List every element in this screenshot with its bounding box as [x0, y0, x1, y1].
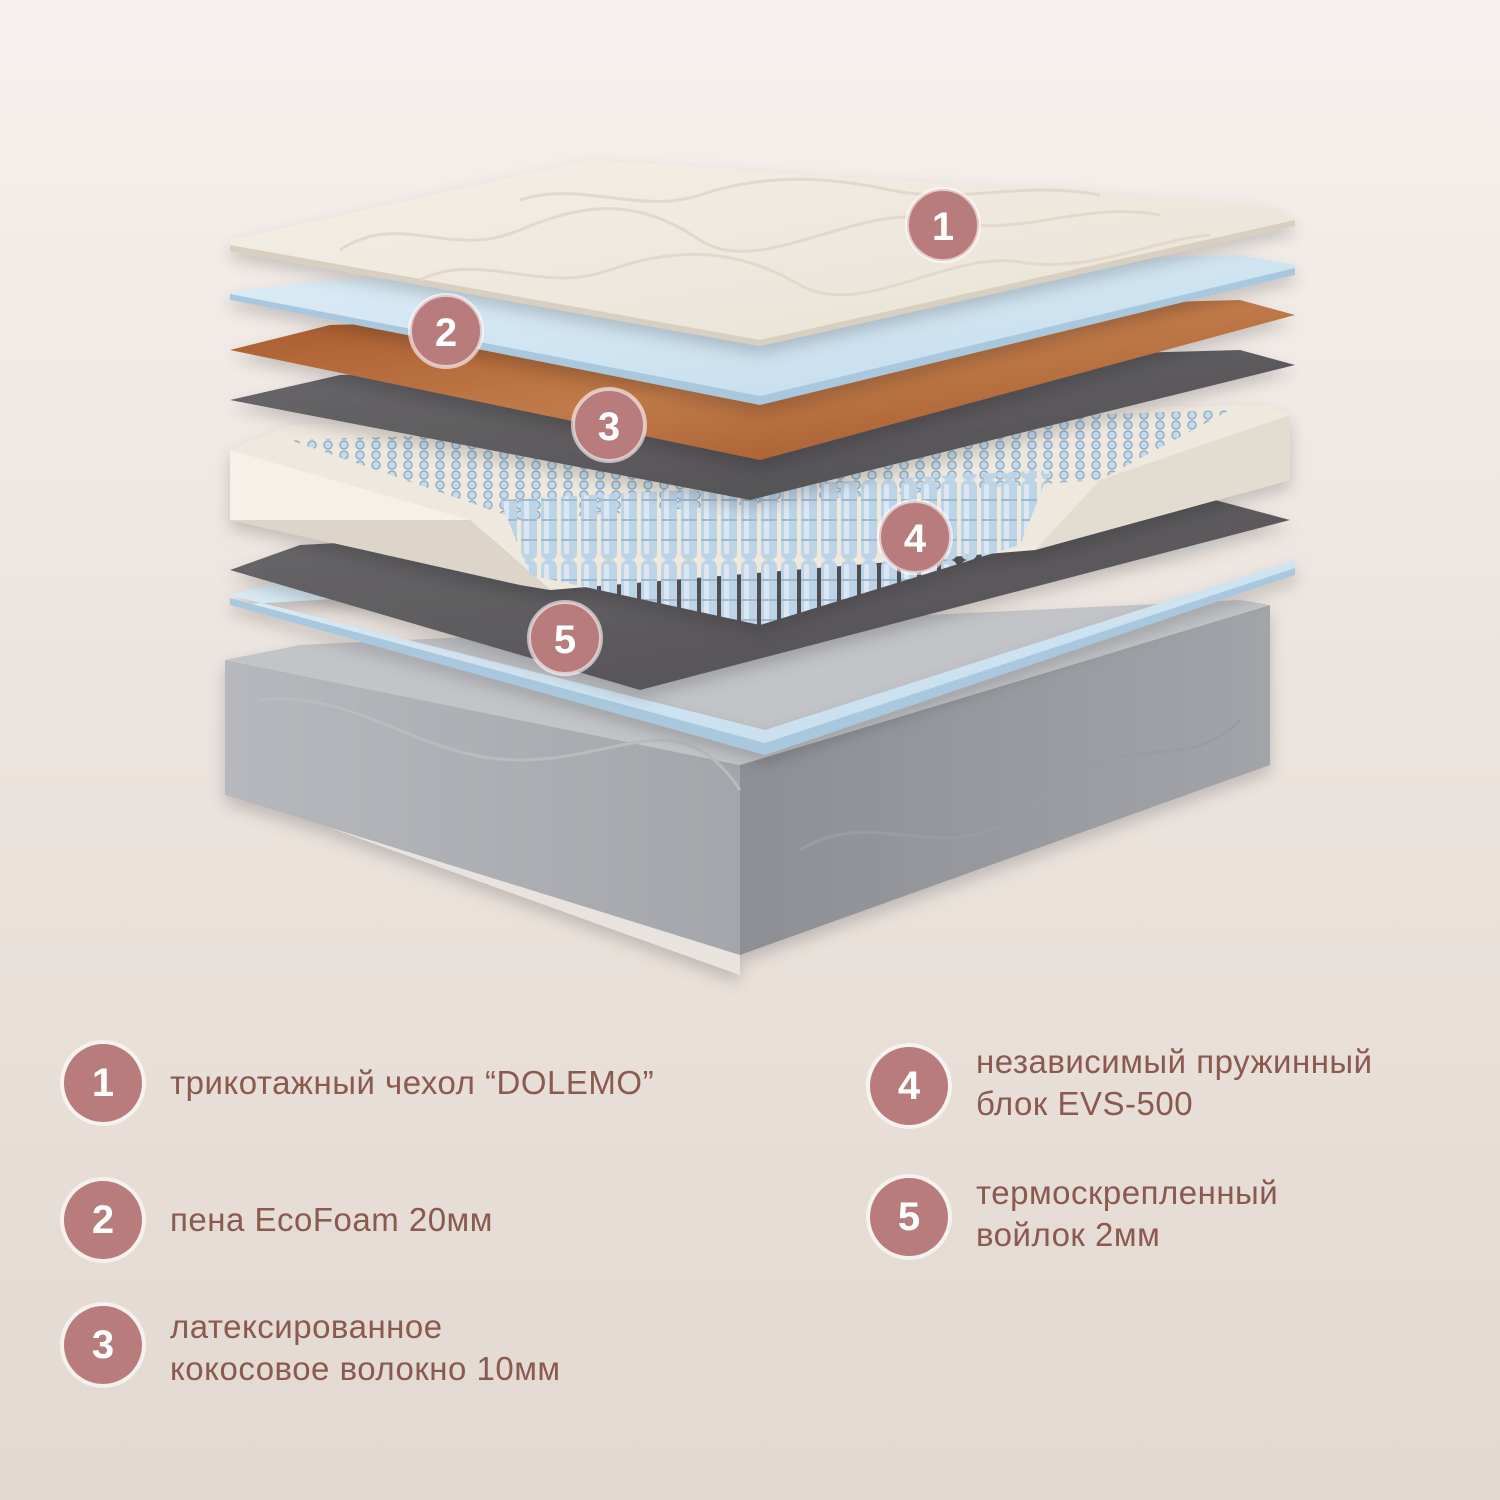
svg-text:2: 2 — [435, 311, 457, 355]
legend-text-2: пена EcoFoam 20мм — [170, 1201, 493, 1238]
badge-4: 4 — [877, 499, 953, 575]
legend-item-4: 4 независимый пружинный блок EVS-500 — [870, 1043, 1373, 1125]
legend-badge-1: 1 — [64, 1044, 142, 1122]
svg-text:4: 4 — [904, 517, 927, 561]
legend-badge-4: 4 — [870, 1047, 948, 1125]
legend-text-5: термоскрепленный войлок 2мм — [976, 1174, 1279, 1253]
svg-text:3: 3 — [598, 405, 620, 449]
badge-1: 1 — [905, 187, 981, 263]
legend-badge-3: 3 — [64, 1306, 142, 1384]
svg-text:1: 1 — [932, 205, 954, 249]
svg-text:5: 5 — [554, 618, 576, 662]
legend-text-1: трикотажный чехол “DOLEMO” — [170, 1064, 655, 1101]
bottom-foam-layer — [230, 545, 1295, 755]
badge-5: 5 — [527, 600, 603, 676]
legend-item-2: 2 пена EcoFoam 20мм — [64, 1181, 493, 1259]
badge-2: 2 — [408, 293, 484, 369]
mattress-layers-illustration: 1 2 3 4 5 — [225, 160, 1295, 975]
legend-text-3: латексированное кокосовое волокно 10мм — [170, 1308, 561, 1387]
legend-item-3: 3 латексированное кокосовое волокно 10мм — [64, 1306, 561, 1390]
legend-item-1: 1 трикотажный чехол “DOLEMO” — [64, 1044, 654, 1122]
mattress-base — [225, 600, 1270, 975]
cover-layer — [230, 160, 1295, 346]
legend-badge-2: 2 — [64, 1181, 142, 1259]
legend-item-5: 5 термоскрепленный войлок 2мм — [870, 1174, 1278, 1256]
badge-3: 3 — [571, 387, 647, 463]
legend-text-4: независимый пружинный блок EVS-500 — [976, 1043, 1373, 1122]
legend-badge-5: 5 — [870, 1178, 948, 1256]
